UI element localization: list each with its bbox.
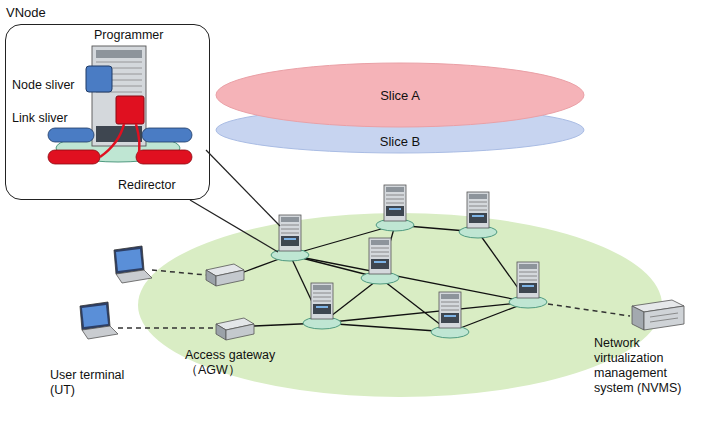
- network-illustration: [431, 292, 469, 338]
- vnode-detail: [100, 124, 124, 157]
- callout-leaders: [190, 150, 280, 252]
- vnode-detail: [116, 96, 144, 124]
- nvms-server-icon: [632, 306, 644, 330]
- network-illustration: [459, 192, 497, 238]
- network-illustration: [216, 318, 254, 340]
- callout-leaders: [190, 200, 278, 252]
- slice-fill: [216, 63, 584, 127]
- vnode-detail: [48, 128, 94, 142]
- network-illustration: [114, 246, 152, 283]
- slice-fill: [216, 107, 584, 153]
- vnode-detail: [96, 62, 142, 63]
- network-illustration: [376, 185, 414, 231]
- nvms-server-icon: [632, 300, 684, 330]
- network-illustration: [80, 302, 118, 339]
- access-links: [152, 270, 206, 275]
- physical-links: [322, 323, 450, 332]
- network-illustration: [206, 264, 244, 286]
- part-name: Redirector: [118, 178, 176, 193]
- part-name: Node sliver: [12, 78, 75, 93]
- vnode-detail: [142, 128, 192, 142]
- callout-heading: VNode: [6, 5, 46, 20]
- slice-name: Slice A: [380, 88, 420, 103]
- physical-links: [322, 302, 528, 323]
- network-illustration: [361, 238, 399, 284]
- vnode-detail: [48, 150, 100, 164]
- nvms-server-icon: [650, 313, 678, 317]
- network-illustration: [509, 262, 547, 308]
- vnode-detail: [48, 46, 192, 164]
- nvms-server-icon: [650, 318, 678, 322]
- nvms-server-icon: [644, 306, 684, 330]
- access-links: [118, 327, 216, 329]
- slice-ellipse: Slice A: [215, 62, 585, 128]
- vnode-detail: [136, 150, 192, 164]
- access-links: [548, 304, 630, 316]
- device-name: User terminal (UT): [50, 368, 142, 398]
- part-name: Link sliver: [12, 111, 68, 126]
- part-name: Programmer: [94, 28, 163, 43]
- network-illustration: [303, 283, 341, 329]
- vnode-detail: [86, 66, 112, 92]
- device-name: Access gateway （AGW）: [185, 348, 297, 378]
- substrate-network-area: [138, 213, 662, 397]
- device-name: Network virtualization management system…: [594, 336, 694, 396]
- vnode-detail: [136, 124, 139, 157]
- callout-leaders: [206, 150, 280, 226]
- slice-name: Slice B: [380, 134, 420, 149]
- vnode-detail: [96, 50, 142, 58]
